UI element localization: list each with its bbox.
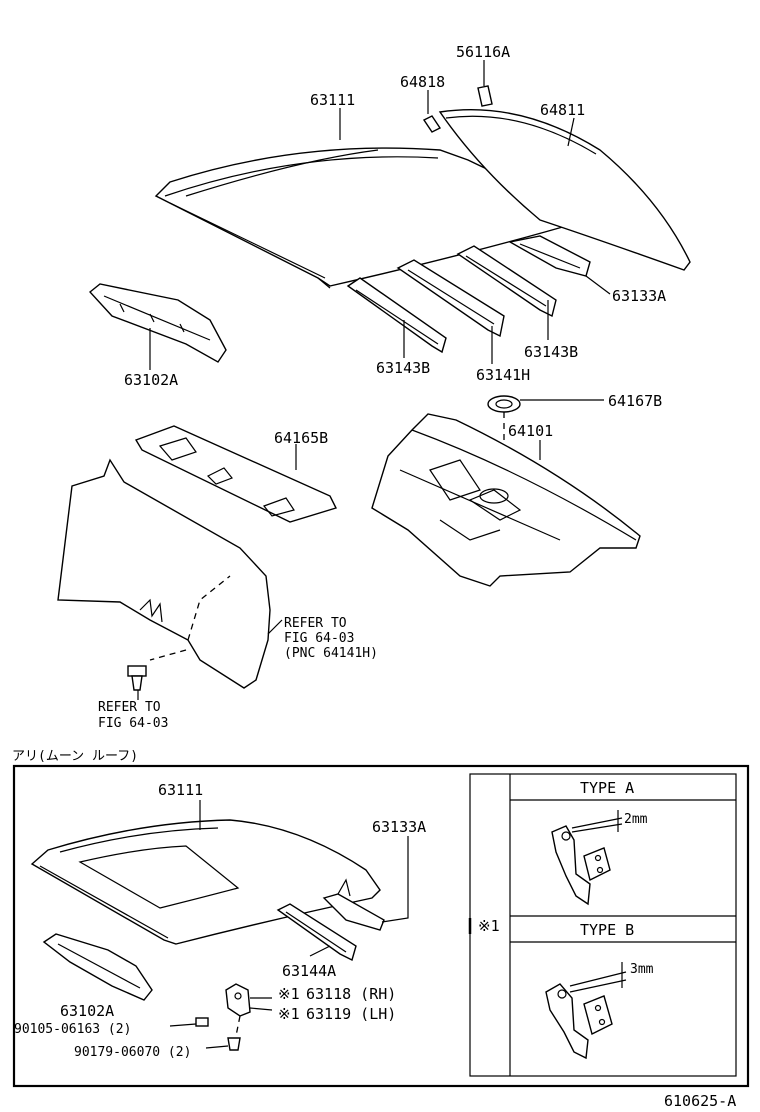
bottom-label-63111: 63111	[158, 781, 203, 799]
leader-lines-top	[137, 90, 611, 700]
side-trim-drawing	[57, 458, 271, 689]
package-tray-64101-drawing	[371, 413, 641, 587]
refer-bottom-line-1: REFER TO	[98, 700, 161, 715]
rear-glass-drawing	[438, 109, 691, 271]
type-b-dimension: 3mm	[630, 962, 654, 977]
bottom-label-63119: 63119 (LH)	[306, 1005, 396, 1023]
type-table-mark: ※1	[478, 917, 500, 935]
type-b-bracket-drawing	[545, 962, 627, 1060]
bottom-label-63144a: 63144A	[282, 962, 336, 980]
clip-56116a-drawing	[477, 60, 493, 107]
roof-bows-drawing	[346, 245, 557, 354]
refer-right-line-3: (PNC 64141H)	[284, 646, 378, 661]
bottom-label-63118: 63118 (RH)	[306, 985, 396, 1003]
type-b-title: TYPE B	[580, 921, 634, 939]
label-64167b: 64167B	[608, 392, 662, 410]
label-64101: 64101	[508, 422, 553, 440]
label-63143b-right: 63143B	[524, 343, 578, 361]
type-a-bracket-drawing	[551, 810, 623, 906]
leader-lines-bottom	[169, 800, 409, 1049]
mark-63119: ※1	[278, 1005, 300, 1023]
label-64165b: 64165B	[274, 429, 328, 447]
front-header-63102a-drawing	[88, 283, 227, 363]
moonroof-panel-drawing	[30, 819, 381, 945]
refer-right-line-1: REFER TO	[284, 616, 347, 631]
bottom-cross-member-drawing	[322, 878, 385, 931]
tray-trim-64165b-drawing	[134, 425, 337, 523]
variant-title: アリ(ムーン ルーフ)	[12, 749, 138, 764]
label-64818: 64818	[400, 73, 445, 91]
label-64811: 64811	[540, 101, 585, 119]
figure-id: 610625-A	[664, 1092, 736, 1110]
mark-63118: ※1	[278, 985, 300, 1003]
bottom-label-90105: 90105-06163 (2)	[14, 1022, 131, 1037]
refer-bottom-line-2: FIG 64-03	[98, 716, 168, 731]
bottom-label-63102a: 63102A	[60, 1002, 114, 1020]
type-a-dimension: 2mm	[624, 812, 648, 827]
clip-fastener-drawing	[127, 665, 147, 691]
type-a-title: TYPE A	[580, 779, 634, 797]
cross-member-63133a-drawing	[508, 235, 591, 277]
label-63141h: 63141H	[476, 366, 530, 384]
bracket-drawing	[195, 983, 251, 1051]
part-64818-drawing	[422, 115, 442, 133]
label-63111: 63111	[310, 91, 355, 109]
variant-frame	[12, 764, 750, 1088]
bottom-label-90179: 90179-06070 (2)	[74, 1045, 191, 1060]
label-63102a: 63102A	[124, 371, 178, 389]
label-56116a: 56116A	[456, 43, 510, 61]
refer-right-line-2: FIG 64-03	[284, 631, 354, 646]
label-63133a: 63133A	[612, 287, 666, 305]
type-table	[468, 773, 737, 1077]
label-63143b-left: 63143B	[376, 359, 430, 377]
bottom-header-drawing	[42, 933, 153, 1001]
roof-panel-drawing	[154, 147, 581, 289]
bottom-label-63133a: 63133A	[372, 818, 426, 836]
